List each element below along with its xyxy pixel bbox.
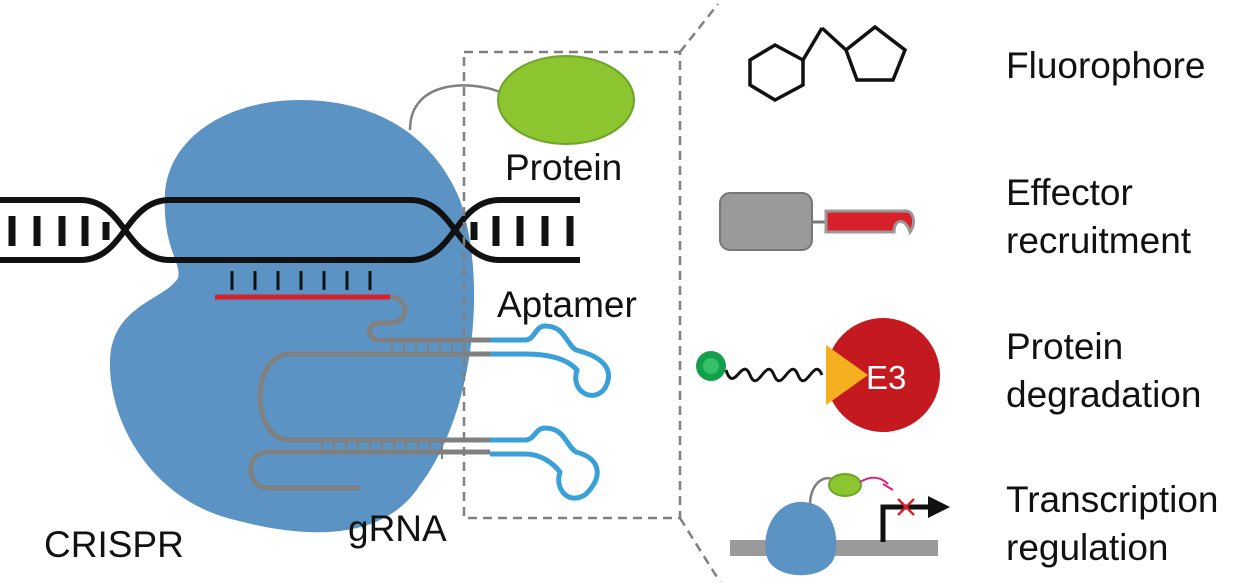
zoom-connector-bottom (678, 517, 722, 583)
aptamer-hairpin-upper (490, 323, 612, 398)
application-degradation-label-line2: degradation (1006, 374, 1202, 415)
grna-backbone (248, 294, 490, 491)
application-transcription-label-line1: Transcription (1006, 479, 1219, 520)
application-effector-label-line1: Effector (1006, 172, 1133, 213)
dna-base-pairs-left (8, 216, 110, 246)
crispr-protein-blob (109, 100, 475, 533)
grna-stem-pairs-upper (391, 341, 465, 353)
aptamer-label: Aptamer (497, 284, 637, 325)
dna-base-pairs-right (470, 216, 574, 246)
crispr-label: CRISPR (44, 524, 184, 565)
application-transcription-label-line2: regulation (1006, 527, 1169, 568)
zoom-dashed-box (462, 50, 682, 520)
application-degradation-label-line1: Protein (1006, 326, 1124, 367)
aptamer-hairpin-lower (490, 425, 600, 501)
application-effector-label-line2: recruitment (1006, 220, 1192, 261)
target-strand-pairs (230, 271, 372, 290)
zoom-connector-top (679, 3, 719, 53)
protein-ellipse (497, 55, 635, 145)
grna-label: gRNA (348, 508, 447, 549)
effector-icon (719, 192, 915, 251)
degrader-icon (696, 318, 940, 432)
application-fluorophore-label: Fluorophore (1006, 45, 1206, 86)
e3-ligase-label: E3 (866, 359, 907, 396)
transcription-icon (730, 473, 950, 576)
dna-helix (0, 197, 580, 263)
fluorophore-icon (748, 24, 908, 103)
grna-stem-pairs-lower (321, 441, 443, 459)
protein-label: Protein (505, 147, 623, 188)
protein-linker (408, 84, 501, 131)
